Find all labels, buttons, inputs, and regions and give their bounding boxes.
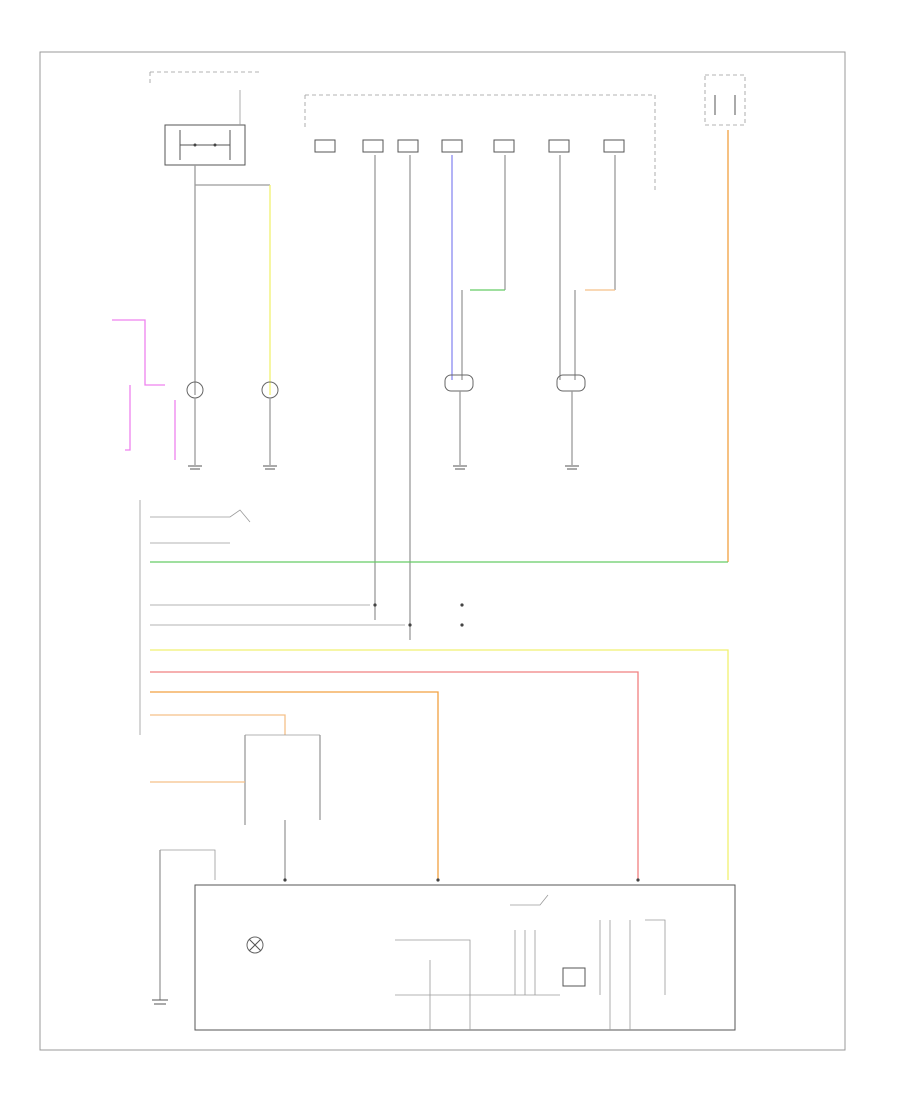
headlamp-right [556, 374, 586, 465]
top-right-relay [704, 74, 746, 126]
diagram-border [39, 51, 846, 1051]
front-control-module [304, 94, 656, 190]
lamp-right-front [261, 381, 279, 465]
headlamp-switch-block [194, 884, 736, 1031]
cluster-connector [139, 500, 405, 735]
junction-dots [283, 603, 640, 882]
fuse-relay-block [149, 71, 260, 166]
ground-symbols [188, 465, 579, 470]
module-terminals [314, 139, 625, 153]
lamp-left-front [186, 381, 204, 465]
headlamp-left [444, 374, 474, 465]
